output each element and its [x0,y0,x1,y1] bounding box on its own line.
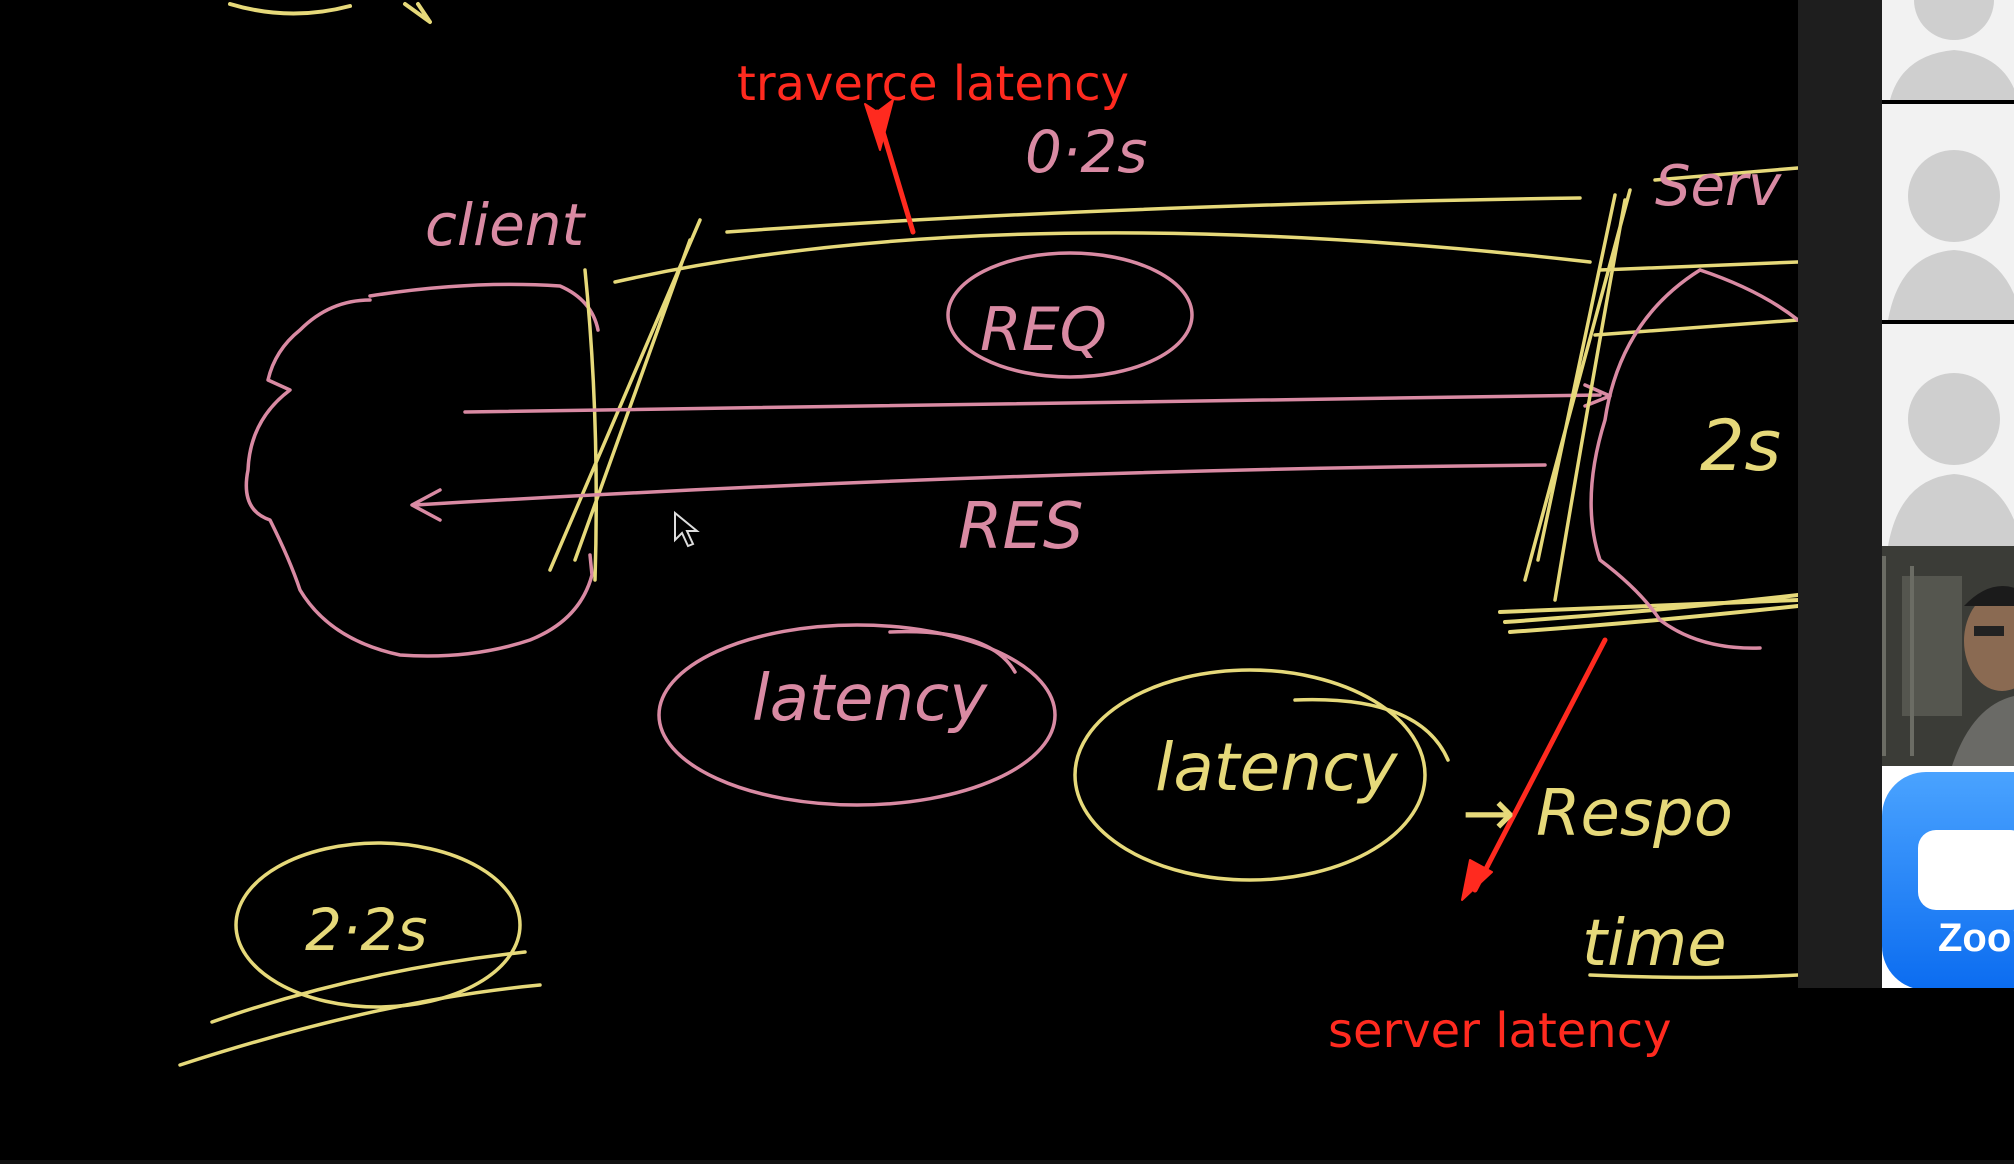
client-text: client [425,191,587,259]
traverse-line-lower [613,231,1592,284]
latency-text-yellow: latency [1155,729,1398,806]
latency-text-pink: latency [752,662,988,736]
latency-circle-pink [657,623,1057,807]
participant-tile-3[interactable] [1882,324,2014,546]
bottom-edge [0,1160,2014,1164]
share-panel-divider [1798,0,1882,988]
user-avatar-icon [1888,150,2014,320]
server-time-text: 2s [1700,405,1781,487]
bottom-annotation-arrow [1472,637,1608,893]
user-avatar-icon [1890,0,2014,100]
zoom-app-tile[interactable]: Zoom [1882,766,2014,988]
total-circle [234,841,522,1009]
participant-video-feed [1882,546,2014,766]
total-time-text: 2·2s [305,896,427,964]
server-text: Serv [1655,154,1782,219]
client-head-top [368,282,600,332]
response-arrow [410,463,1547,522]
response-time-line2: time [1582,907,1727,981]
user-avatar-icon [1888,373,2014,546]
zoom-label: Zoom [1938,916,2014,960]
duration-top-text: 0·2s [1025,118,1147,186]
participant-video-tile[interactable] [1882,546,2014,766]
scribble-top-left [228,2,432,24]
req-text: REQ [980,295,1107,365]
participant-tile-1[interactable] [1882,0,2014,100]
req-circle [946,251,1194,379]
total-underline [178,950,542,1067]
server-box-lines [1593,166,1800,337]
zoom-app-icon[interactable] [1882,772,2014,988]
traverse-latency-annotation: traverce latency [737,56,1130,112]
response-time-line1: → Respo [1462,777,1733,851]
traverse-line-upper [725,196,1582,234]
res-text: RES [958,490,1084,564]
server-barrier [1523,188,1632,602]
server-underline [1498,593,1800,634]
participant-tile-2[interactable] [1882,104,2014,320]
client-barrier [548,218,702,582]
server-latency-annotation: server latency [1328,1003,1672,1059]
mouse-cursor-icon [674,510,700,548]
latency-circle-yellow [1073,668,1427,882]
server-body [1589,268,1800,650]
client-head-outline [244,298,594,658]
